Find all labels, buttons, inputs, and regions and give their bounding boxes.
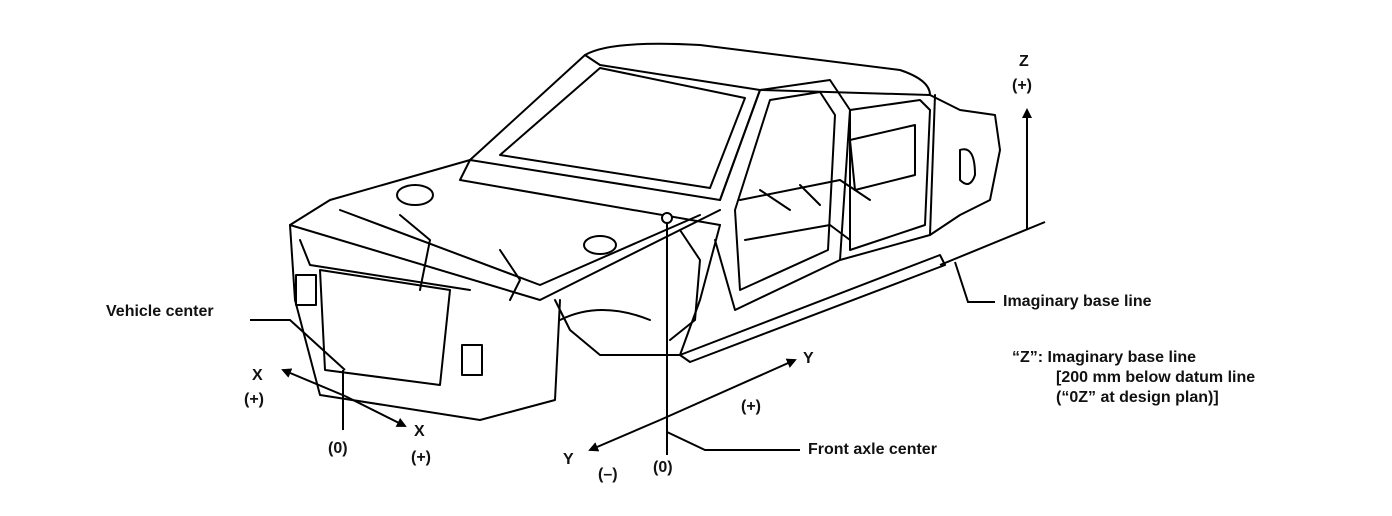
x-right-sign-label: (+) [411,449,431,466]
imaginary-base-line-label: Imaginary base line [1003,293,1152,310]
y-zero-label: (0) [653,459,673,476]
z-note: “Z”: Imaginary base line [200 mm below d… [1012,348,1255,408]
x-left-label: X [252,367,263,384]
vehicle-center-leader [250,319,346,371]
front-axle-center-label: Front axle center [808,441,937,458]
x-axis-arrow-left [281,368,346,397]
z-note-line-1: “Z”: Imaginary base line [1012,349,1197,366]
vehicle-center-label: Vehicle center [106,303,214,320]
x-axis-arrow-right [344,395,407,427]
x-zero-label: (0) [328,440,348,457]
y-minus-label: (–) [598,466,618,483]
x-right-label: X [414,423,425,440]
y-axis-arrow-left [588,419,661,452]
y-axis-arrow-right [659,358,797,421]
car-body-illustration [289,42,1001,421]
z-note-line-2: [200 mm below datum line [1056,369,1256,386]
y-plus-label: (+) [741,398,761,415]
front-axle-leader [666,431,800,451]
x-left-sign-label: (+) [244,391,264,408]
z-axis-label: Z [1019,53,1029,70]
y-right-label: Y [803,350,814,367]
axes-and-leaders [250,108,1046,455]
z-sign-label: (+) [1012,77,1032,94]
y-left-label: Y [563,451,574,468]
z-note-line-3: (“0Z” at design plan)] [1056,389,1219,406]
imaginary-base-line-stroke [939,221,1046,266]
front-axle-marker [661,212,673,224]
imaginary-base-line-leader [954,261,995,303]
